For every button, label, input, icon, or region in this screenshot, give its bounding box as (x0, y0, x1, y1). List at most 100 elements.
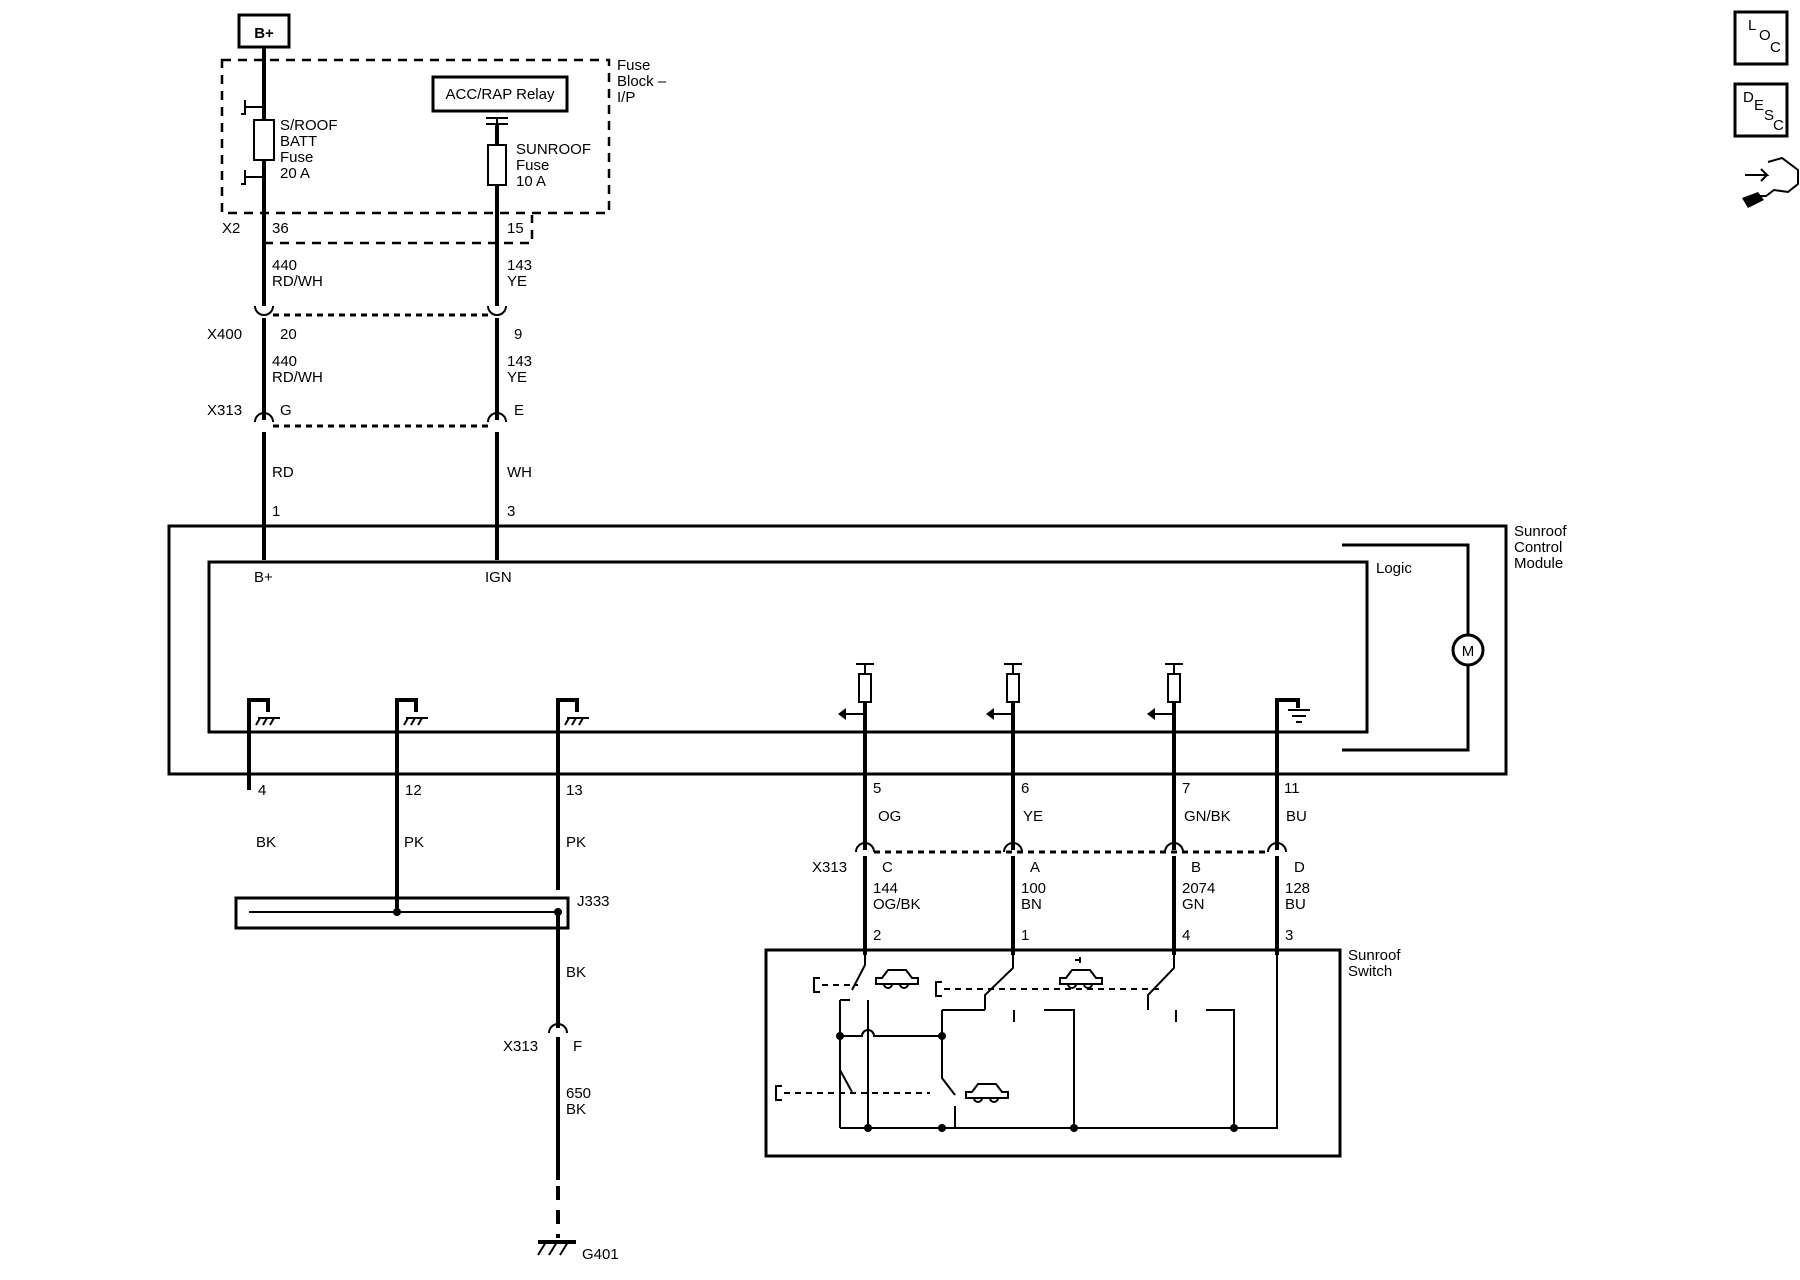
switch-pin-3: 3 (1285, 927, 1293, 944)
module-label-3: Module (1514, 555, 1563, 572)
relay-label: ACC/RAP Relay (446, 86, 555, 103)
batt-upper-color: RD/WH (272, 273, 323, 290)
fuse1-line2: BATT (280, 133, 317, 150)
ground-final-circuit: 650 (566, 1085, 591, 1102)
swD-color: BU (1285, 896, 1306, 913)
sw5-color: OG (878, 808, 901, 825)
input-circuit-6 (986, 663, 1022, 850)
x313-switch-pin-c: C (882, 859, 893, 876)
sunroof-switch (764, 948, 1342, 1158)
sw7-color: GN/BK (1184, 808, 1231, 825)
fuse1-line1: S/ROOF (280, 117, 338, 134)
x400-name: X400 (207, 326, 242, 343)
swB-circuit: 2074 (1182, 880, 1215, 897)
module-pin-4: 4 (258, 782, 266, 799)
bplus-source-label: B+ (254, 25, 274, 42)
loc-l: L (1748, 17, 1756, 34)
x313-ground-pin: F (573, 1038, 582, 1055)
motor-symbol: M (1451, 633, 1485, 667)
ign-mid-color: YE (507, 369, 527, 386)
ground-final-color: BK (566, 1101, 586, 1118)
bplus-source: B+ (237, 13, 291, 49)
x313-ground-connector (548, 1023, 568, 1034)
desc-button[interactable]: D E S C (1733, 82, 1789, 138)
x313-switch-connector (855, 842, 1287, 854)
fuse-block-label-2: Block – (617, 73, 667, 90)
swB-color: GN (1182, 896, 1205, 913)
g401-label: G401 (582, 1246, 619, 1263)
switch-label-2: Switch (1348, 963, 1392, 980)
ign-upper-color: YE (507, 273, 527, 290)
fuse2-line2: Fuse (516, 157, 549, 174)
module-pin-6: 6 (1021, 780, 1029, 797)
loc-c: C (1770, 39, 1781, 56)
batt-mid-color: RD/WH (272, 369, 323, 386)
module-pin-5: 5 (873, 780, 881, 797)
desc-c: C (1773, 117, 1784, 134)
internal-ground-12 (395, 698, 428, 915)
switch-pin-4: 4 (1182, 927, 1190, 944)
fuse1-line3: Fuse (280, 149, 313, 166)
module-bplus-label: B+ (254, 569, 273, 586)
internal-ground-4 (247, 698, 280, 790)
desc-d: D (1743, 89, 1754, 106)
fuse-block-label-1: Fuse (617, 57, 650, 74)
sunroof-fuse (487, 144, 507, 186)
j333-label: J333 (577, 893, 610, 910)
car-icon (965, 1083, 1009, 1103)
loc-o: O (1759, 27, 1771, 44)
ign-upper-circuit: 143 (507, 257, 532, 274)
x313-top-name: X313 (207, 402, 242, 419)
wrench-icon[interactable] (1742, 156, 1799, 208)
input-circuit-7 (1147, 663, 1183, 850)
sw6-color: YE (1023, 808, 1043, 825)
j333-splice (234, 896, 570, 930)
x2-pin-right: 15 (507, 220, 524, 237)
motor-label: M (1462, 643, 1475, 660)
batt-low-color: RD (272, 464, 294, 481)
swD-circuit: 128 (1285, 880, 1310, 897)
sunroof-control-module (167, 524, 1508, 776)
switch-pin-2: 2 (873, 927, 881, 944)
g401-ground-symbol (537, 1240, 576, 1256)
switch-pin-1: 1 (1021, 927, 1029, 944)
module-pin-12: 12 (405, 782, 422, 799)
ground-trunk-color: BK (566, 964, 586, 981)
switch-label-1: Sunroof (1348, 947, 1401, 964)
x313-top-pin-right: E (514, 402, 524, 419)
x313-top-pin-left: G (280, 402, 292, 419)
fuse-block-outline (220, 58, 611, 215)
desc-e: E (1754, 97, 1764, 114)
module-pin-13: 13 (566, 782, 583, 799)
gnd4-color: BK (256, 834, 276, 851)
car-icon (875, 969, 919, 989)
sw11-color: BU (1286, 808, 1307, 825)
swC-circuit: 144 (873, 880, 898, 897)
input-circuit-5 (838, 663, 874, 850)
sroof-batt-fuse (241, 100, 275, 185)
module-pin-11: 11 (1284, 780, 1300, 797)
module-pin-7: 7 (1182, 780, 1190, 797)
x313-switch-pin-a: A (1030, 859, 1040, 876)
desc-s: S (1764, 107, 1774, 124)
signal-ground-11 (1275, 698, 1310, 850)
module-pin-bplus: 1 (272, 503, 280, 520)
x313-switch-pin-b: B (1191, 859, 1201, 876)
gnd13-color: PK (566, 834, 586, 851)
car-icon (1059, 969, 1103, 989)
gnd12-color: PK (404, 834, 424, 851)
fuse2-line1: SUNROOF (516, 141, 591, 158)
acc-rap-relay: ACC/RAP Relay (431, 75, 569, 113)
loc-button[interactable]: L O C (1733, 10, 1789, 66)
x400-pin-right: 9 (514, 326, 522, 343)
swC-color: OG/BK (873, 896, 921, 913)
fuse-block-label-3: I/P (617, 89, 635, 106)
module-label-1: Sunroof (1514, 523, 1567, 540)
ign-mid-circuit: 143 (507, 353, 532, 370)
fuse1-line4: 20 A (280, 165, 310, 182)
x313-switch-pin-d: D (1294, 859, 1305, 876)
x400-pin-left: 20 (280, 326, 297, 343)
module-pin-ign: 3 (507, 503, 515, 520)
swA-color: BN (1021, 896, 1042, 913)
